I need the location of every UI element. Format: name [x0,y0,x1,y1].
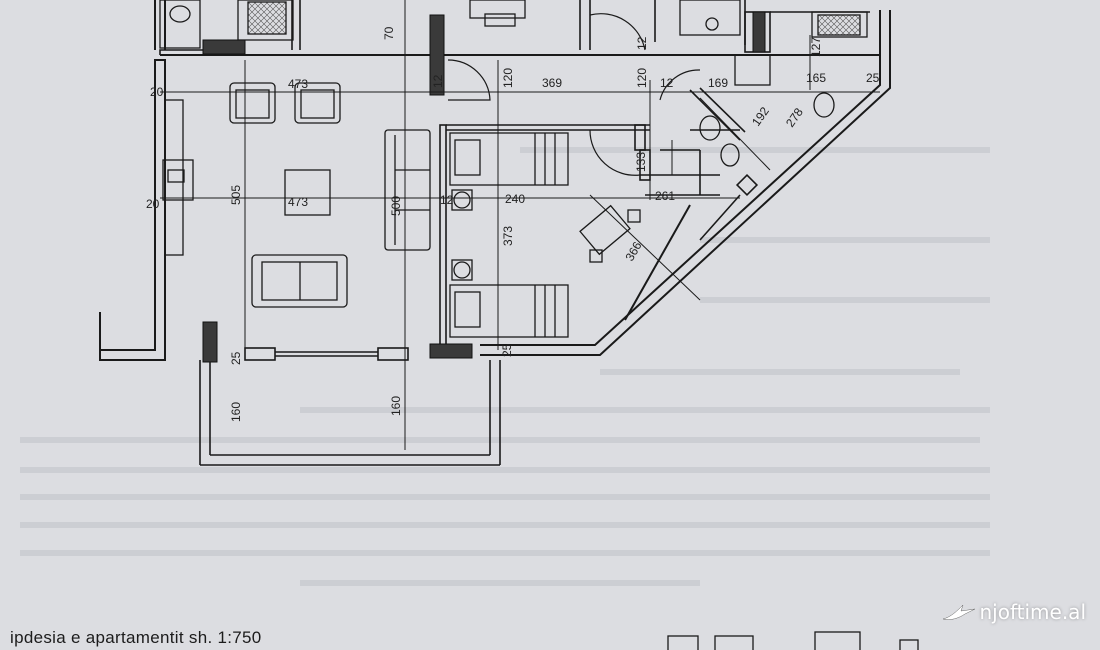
dim-160-b: 160 [389,396,403,416]
coffee-table-icon [284,169,331,216]
bathroom-right-top [679,0,868,167]
bed-bottom-icon [449,284,569,338]
dim-20-top: 20 [150,85,164,99]
dim-12-b: 12 [660,76,674,90]
door-swings [447,13,701,176]
plan-caption: ipdesia e apartamentit sh. 1:750 [10,628,262,647]
basin-icon [705,17,719,31]
dim-12-d: 12 [440,193,454,207]
sofa-horizontal-icon [251,254,348,308]
armchair-left-icon [229,82,276,124]
tv-unit-icon [164,99,184,256]
dim-133: 133 [634,152,648,172]
dim-278: 278 [783,105,806,130]
bedroom-furniture [449,132,691,338]
living-room-furniture [162,82,431,308]
dim-366: 366 [622,239,644,264]
nightstand-top-icon [453,191,471,209]
structural-columns [202,11,766,363]
interior-walls [159,0,870,346]
toilet-left-icon [169,5,191,23]
dim-240: 240 [505,192,525,206]
dim-369: 369 [542,76,562,90]
dim-261: 261 [655,189,675,203]
dim-500: 500 [389,196,403,216]
bottom-boxes [667,631,919,650]
dim-25-c: 25 [500,343,514,357]
bed-top-icon [449,132,569,186]
dim-165: 165 [806,71,826,85]
balcony [199,347,501,466]
bathroom-left [159,0,294,49]
watermark: njoftime.al [941,600,1086,624]
dim-373: 373 [501,226,515,246]
dim-12-c: 12 [635,36,649,50]
dim-20-mid: 20 [146,197,160,211]
faint-background-text [20,147,990,586]
desk-icon [579,204,631,256]
watermark-text: njoftime.al [979,600,1086,624]
dim-12-a: 12 [431,74,445,88]
toilet-right-icon [813,92,835,118]
armchair-right-icon [294,82,341,124]
dim-505: 505 [229,185,243,205]
dim-473-mid: 473 [288,195,308,209]
dim-160-a: 160 [229,402,243,422]
dim-120-a: 120 [501,68,515,88]
dim-473-top: 473 [288,77,308,91]
dim-25-b: 25 [229,351,243,365]
sofa-vertical-icon [384,129,431,251]
dim-127: 127 [809,37,823,57]
bird-logo-icon [943,604,976,620]
top-room-furniture [469,0,526,27]
dim-25-a: 25 [866,71,880,85]
dim-192: 192 [749,104,772,129]
dim-70: 70 [382,26,396,40]
dimension-labels: 70 473 20 12 120 369 120 12 169 12 127 1… [146,26,880,422]
nightstand-bottom-icon [453,261,471,279]
dimension-lines [160,0,880,450]
dim-169: 169 [708,76,728,90]
dim-120-b: 120 [635,68,649,88]
